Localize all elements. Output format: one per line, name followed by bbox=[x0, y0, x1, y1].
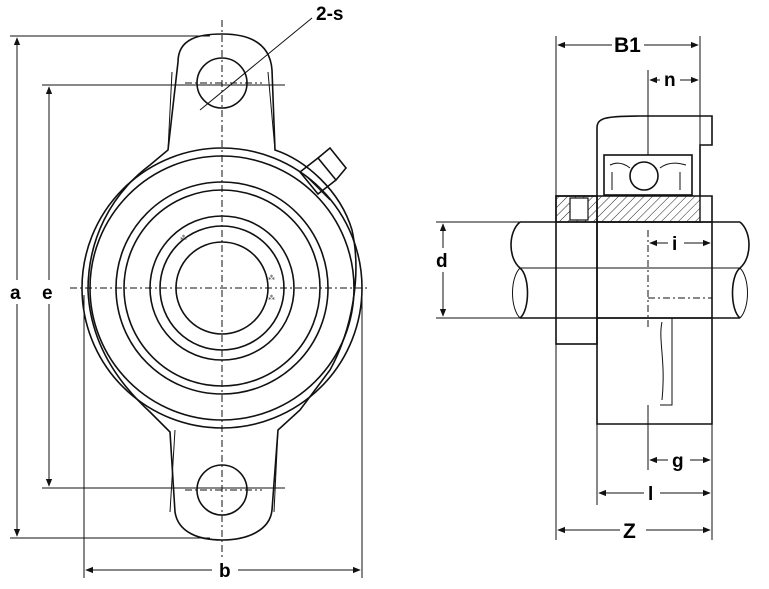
seal-right bbox=[659, 162, 687, 169]
flange-edge-line bbox=[273, 429, 279, 513]
label-i: i bbox=[672, 234, 677, 255]
shaft-break-left-2 bbox=[512, 267, 521, 319]
side-view: B1 n d i g l Z bbox=[433, 32, 750, 543]
label-b: b bbox=[219, 561, 231, 582]
set-screw-marks: ⁂ ⁂ ⁂ bbox=[180, 234, 275, 302]
housing-body bbox=[596, 115, 713, 223]
label-2-s: 2-s bbox=[316, 4, 343, 25]
label-e: e bbox=[42, 283, 53, 304]
label-l: l bbox=[648, 484, 653, 505]
svg-text:⁂: ⁂ bbox=[268, 294, 275, 302]
set-screw-block bbox=[569, 197, 589, 221]
label-a: a bbox=[10, 283, 21, 304]
front-view: ⁂ ⁂ ⁂ 2-s a e b bbox=[6, 4, 370, 582]
label-Z: Z bbox=[623, 520, 636, 543]
seal-left bbox=[609, 162, 631, 169]
shaft-break-right-2 bbox=[739, 267, 748, 319]
lower-slot-curve bbox=[660, 321, 664, 401]
grease-nipple bbox=[298, 146, 348, 201]
housing-lower-body bbox=[596, 317, 713, 425]
s-leader-line bbox=[199, 17, 313, 111]
label-n: n bbox=[664, 70, 676, 91]
label-d: d bbox=[436, 251, 448, 272]
label-g: g bbox=[672, 451, 684, 472]
label-B1: B1 bbox=[614, 34, 641, 57]
flange-edge-line bbox=[169, 429, 176, 513]
svg-text:⁂: ⁂ bbox=[268, 274, 275, 282]
flange-outline bbox=[87, 33, 357, 541]
bearing-ball bbox=[629, 161, 659, 191]
lower-slot bbox=[660, 317, 673, 406]
svg-text:⁂: ⁂ bbox=[180, 234, 187, 242]
